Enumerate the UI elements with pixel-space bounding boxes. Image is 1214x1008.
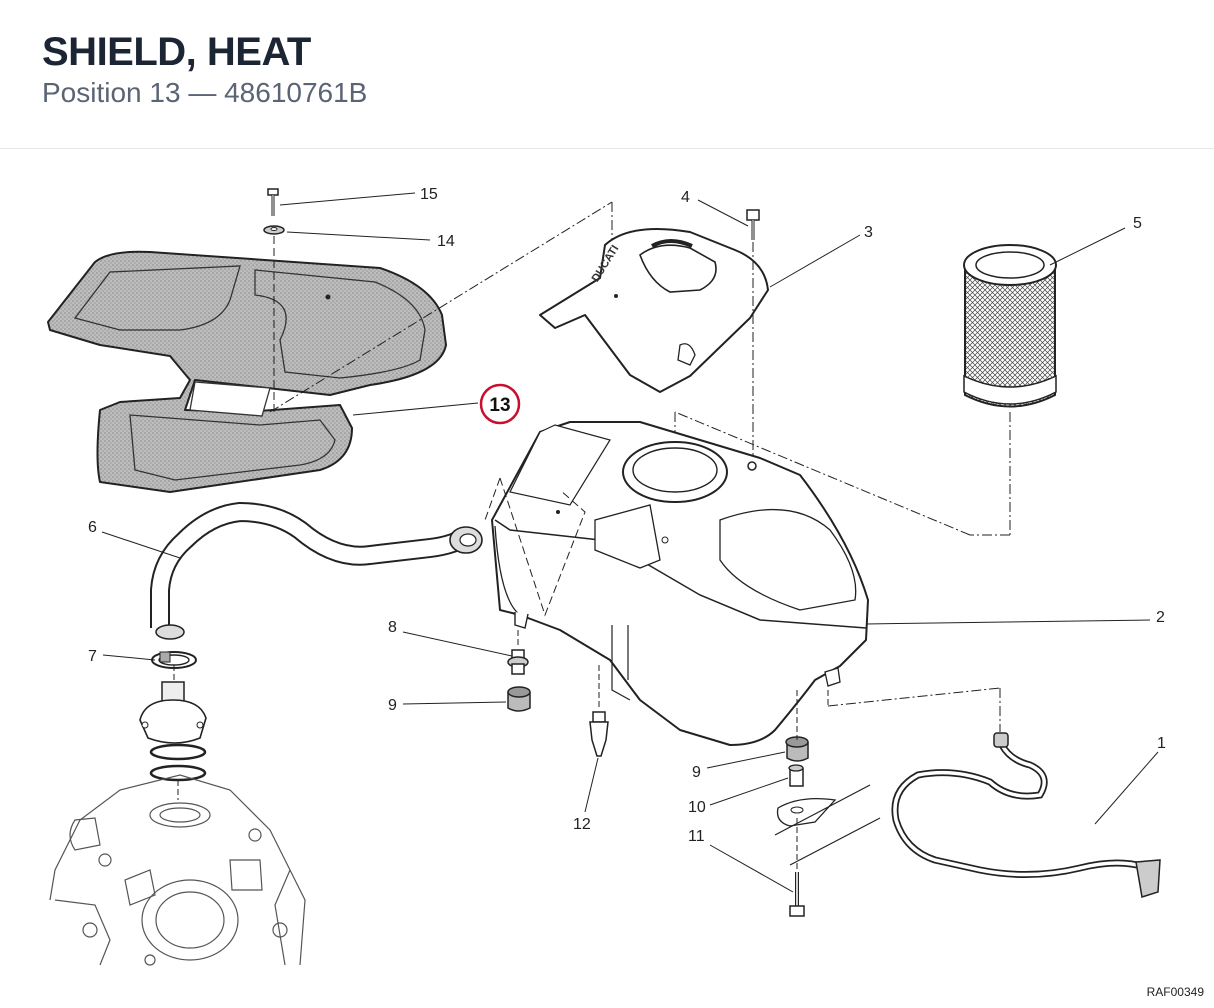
callout-8[interactable]: 8 <box>388 619 397 636</box>
screw-15[interactable] <box>267 188 279 216</box>
rubber-mount-9-right[interactable] <box>785 736 809 762</box>
callout-7[interactable]: 7 <box>88 648 97 665</box>
callout-15[interactable]: 15 <box>420 186 438 203</box>
callout-11[interactable]: 11 <box>688 828 705 845</box>
screw-4[interactable] <box>746 209 760 240</box>
callout-5[interactable]: 5 <box>1133 215 1142 232</box>
callout-9-left[interactable]: 9 <box>388 697 397 714</box>
part-title: SHIELD, HEAT <box>42 30 311 74</box>
drain-tube[interactable] <box>891 732 1161 898</box>
callout-12[interactable]: 12 <box>573 816 591 833</box>
callout-labels: 15 14 4 3 5 13 6 2 8 9 7 9 10 11 12 1 <box>88 186 1166 845</box>
page-header: SHIELD, HEAT Position 13 — 48610761B <box>0 0 1214 149</box>
callout-3[interactable]: 3 <box>864 224 873 241</box>
callout-4[interactable]: 4 <box>681 189 690 206</box>
rubber-mount-9-left[interactable] <box>507 686 531 712</box>
breather-valve[interactable] <box>139 681 207 744</box>
air-filter[interactable] <box>963 244 1057 408</box>
o-ring-lower[interactable] <box>149 764 207 782</box>
bracket <box>774 784 881 866</box>
drain-fitting-12[interactable] <box>589 711 609 757</box>
callout-14[interactable]: 14 <box>437 233 455 250</box>
o-ring-upper[interactable] <box>149 743 207 761</box>
callout-6[interactable]: 6 <box>88 519 97 536</box>
callout-13[interactable]: 13 <box>489 395 510 416</box>
callout-1[interactable]: 1 <box>1157 735 1166 752</box>
breather-hose[interactable] <box>150 501 483 640</box>
screw-11[interactable] <box>789 872 805 917</box>
leader-lines <box>101 192 1159 893</box>
callout-13-highlight-ring <box>479 383 521 425</box>
heat-shield[interactable] <box>47 250 447 493</box>
washer-14[interactable] <box>263 225 285 235</box>
callout-10[interactable]: 10 <box>688 799 706 816</box>
exploded-diagram: DUCATI <box>0 148 1214 1003</box>
part-subtitle: Position 13 — 48610761B <box>42 77 368 108</box>
airbox-cover[interactable]: DUCATI <box>539 227 769 393</box>
drawing-code: RAF00349 <box>1146 985 1204 999</box>
grommet-8[interactable] <box>507 649 529 675</box>
spacer-10[interactable] <box>788 764 804 787</box>
engine-casing <box>49 774 306 966</box>
airbox[interactable] <box>491 421 869 746</box>
callout-9-right[interactable]: 9 <box>692 764 701 781</box>
callout-2[interactable]: 2 <box>1156 609 1165 626</box>
